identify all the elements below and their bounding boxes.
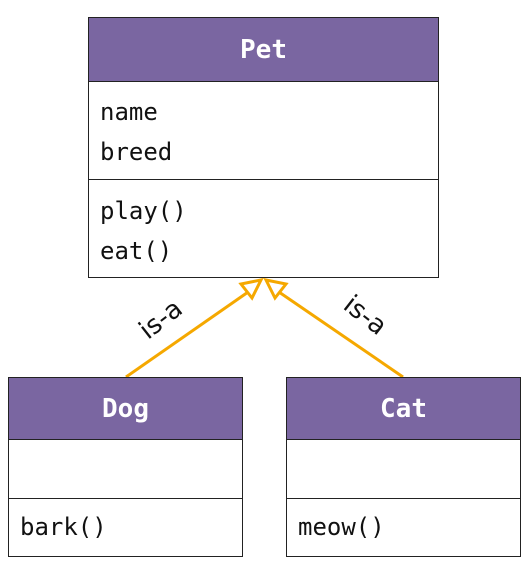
- method-meow: meow(): [298, 513, 385, 541]
- hollow-arrowhead-icon: [263, 277, 289, 301]
- class-name-pet: Pet: [89, 18, 438, 82]
- arrow-cat-to-pet: is-a: [263, 277, 404, 379]
- class-name-cat: Cat: [287, 378, 520, 440]
- attributes-section-cat: [287, 440, 520, 499]
- method-play: play(): [100, 197, 187, 225]
- attribute-name: name: [100, 98, 158, 126]
- class-name-dog: Dog: [9, 378, 242, 440]
- methods-section-pet: play() eat(): [89, 180, 438, 277]
- attributes-section-pet: name breed: [89, 82, 438, 180]
- class-box-pet: Pet name breed play() eat(): [88, 17, 439, 278]
- relation-label-dog-pet: is-a: [134, 294, 189, 346]
- class-box-cat: Cat meow(): [286, 377, 521, 557]
- class-box-dog: Dog bark(): [8, 377, 243, 557]
- arrow-line-cat-pet: [275, 288, 404, 379]
- method-bark: bark(): [20, 513, 107, 541]
- method-eat: eat(): [100, 237, 173, 265]
- arrow-line-dog-pet: [125, 288, 252, 379]
- relation-label-cat-pet: is-a: [338, 290, 393, 342]
- methods-section-dog: bark(): [9, 499, 242, 556]
- attributes-section-dog: [9, 440, 242, 499]
- attribute-breed: breed: [100, 138, 173, 166]
- methods-section-cat: meow(): [287, 499, 520, 556]
- hollow-arrowhead-icon: [238, 277, 264, 301]
- arrow-dog-to-pet: is-a: [125, 277, 264, 379]
